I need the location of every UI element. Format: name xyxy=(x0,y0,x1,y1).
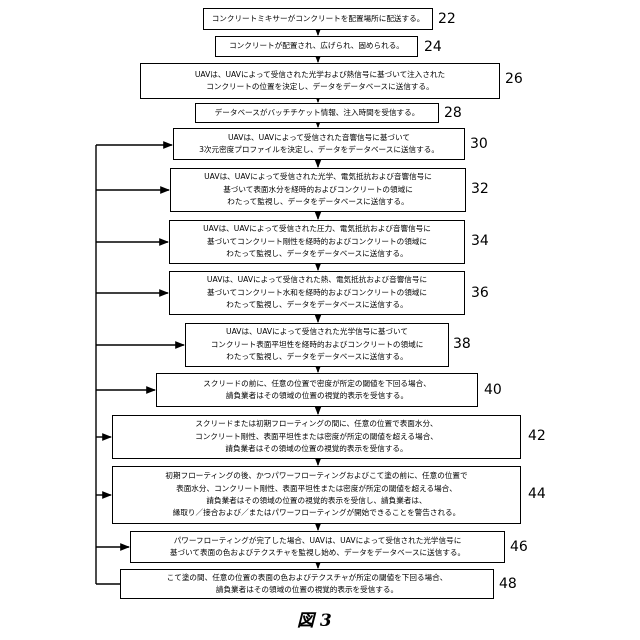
step-box-34: UAVは、UAVによって受信された圧力、電気抵抗および音響信号に基づいてコンクリ… xyxy=(169,220,465,264)
step-text-line: 基づいてコンクリート水和を経時的およびコンクリートの領域に xyxy=(207,287,427,299)
step-number: 34 xyxy=(471,234,489,248)
step-text: パワーフローティングが完了した場合、UAVは、UAVによって受信された光学信号に… xyxy=(170,535,465,560)
step-text-line: UAVは、UAVによって受信された光学、電気抵抗および音響信号に xyxy=(204,171,432,183)
step-text: コンクリートが配置され、広げられ、固められる。 xyxy=(229,40,404,52)
step-text: UAVは、UAVによって受信された光学および熱信号に基づいて注入されたコンクリー… xyxy=(195,69,445,94)
step-box-32: UAVは、UAVによって受信された光学、電気抵抗および音響信号に基づいて表面水分… xyxy=(170,168,466,212)
step-text: データベースがバッチチケット情報、注入時間を受信する。 xyxy=(215,107,420,119)
step-number: 30 xyxy=(470,137,488,151)
step-text-line: UAVは、UAVによって受信された光学および熱信号に基づいて注入された xyxy=(195,69,445,81)
step-text-line: 請負業者はその領域の位置の視覚的表示を受信する。 xyxy=(195,443,438,455)
step-box-42: スクリードまたは初期フローティングの間に、任意の位置で表面水分、コンクリート剛性… xyxy=(112,415,521,459)
step-text: UAVは、UAVによって受信された圧力、電気抵抗および音響信号に基づいてコンクリ… xyxy=(203,223,431,260)
step-text-line: UAVは、UAVによって受信された圧力、電気抵抗および音響信号に xyxy=(203,223,431,235)
step-box-38: UAVは、UAVによって受信された光学信号に基づいてコンクリート表面平坦性を経時… xyxy=(185,323,449,367)
step-text-line: コンクリートが配置され、広げられ、固められる。 xyxy=(229,40,404,52)
step-box-46: パワーフローティングが完了した場合、UAVは、UAVによって受信された光学信号に… xyxy=(130,531,505,563)
step-number: 42 xyxy=(528,429,546,443)
step-text-line: わたって監視し、データをデータベースに送信する。 xyxy=(207,299,427,311)
step-text-line: スクリードの前に、任意の位置で密度が所定の閾値を下回る場合、 xyxy=(203,378,431,390)
step-box-22: コンクリートミキサーがコンクリートを配置場所に配送する。 xyxy=(203,8,433,30)
step-number: 46 xyxy=(510,540,528,554)
step-number: 28 xyxy=(444,106,462,120)
step-text: こて塗の間、任意の位置の表面の色およびテクスチャが所定の閾値を下回る場合、請負業… xyxy=(167,572,448,597)
step-text-line: データベースがバッチチケット情報、注入時間を受信する。 xyxy=(215,107,420,119)
step-number: 48 xyxy=(499,577,517,591)
step-number: 40 xyxy=(484,383,502,397)
step-text-line: パワーフローティングが完了した場合、UAVは、UAVによって受信された光学信号に xyxy=(170,535,465,547)
step-box-36: UAVは、UAVによって受信された熱、電気抵抗および音響信号に基づいてコンクリー… xyxy=(169,271,465,315)
step-text-line: UAVは、UAVによって受信された光学信号に基づいて xyxy=(211,326,424,338)
step-number: 22 xyxy=(438,12,456,26)
step-number: 24 xyxy=(424,40,442,54)
step-text-line: コンクリート表面平坦性を経時的およびコンクリートの領域に xyxy=(211,339,424,351)
step-text-line: スクリードまたは初期フローティングの間に、任意の位置で表面水分、 xyxy=(195,418,438,430)
step-text: UAVは、UAVによって受信された光学信号に基づいてコンクリート表面平坦性を経時… xyxy=(211,326,424,363)
step-text-line: こて塗の間、任意の位置の表面の色およびテクスチャが所定の閾値を下回る場合、 xyxy=(167,572,448,584)
step-text: コンクリートミキサーがコンクリートを配置場所に配送する。 xyxy=(212,13,425,25)
step-number: 32 xyxy=(471,182,489,196)
step-text: スクリードの前に、任意の位置で密度が所定の閾値を下回る場合、請負業者はその領域の… xyxy=(203,378,431,403)
step-text-line: わたって監視し、データをデータベースに送信する。 xyxy=(203,248,431,260)
step-text-line: 基づいて表面水分を経時的およびコンクリートの領域に xyxy=(204,184,432,196)
step-number: 36 xyxy=(471,286,489,300)
step-box-44: 初期フローティングの後、かつパワーフローティングおよびこて塗の前に、任意の位置で… xyxy=(112,466,521,524)
step-text-line: コンクリートミキサーがコンクリートを配置場所に配送する。 xyxy=(212,13,425,25)
step-text-line: コンクリートの位置を決定し、データをデータベースに送信する。 xyxy=(195,81,445,93)
step-text-line: 基づいてコンクリート剛性を経時的およびコンクリートの領域に xyxy=(203,236,431,248)
step-box-30: UAVは、UAVによって受信された音響信号に基づいて3次元密度プロファイルを決定… xyxy=(173,128,465,160)
step-box-48: こて塗の間、任意の位置の表面の色およびテクスチャが所定の閾値を下回る場合、請負業… xyxy=(120,569,494,599)
step-text-line: わたって監視し、データをデータベースに送信する。 xyxy=(204,196,432,208)
step-text-line: 初期フローティングの後、かつパワーフローティングおよびこて塗の前に、任意の位置で xyxy=(165,470,467,482)
step-text-line: コンクリート剛性、表面平坦性または密度が所定の閾値を超える場合、 xyxy=(195,431,438,443)
step-text: UAVは、UAVによって受信された熱、電気抵抗および音響信号に基づいてコンクリー… xyxy=(207,274,427,311)
step-text-line: 基づいて表面の色およびテクスチャを監視し始め、データをデータベースに送信する。 xyxy=(170,547,465,559)
step-text-line: 3次元密度プロファイルを決定し、データをデータベースに送信する。 xyxy=(199,144,439,156)
step-text-line: UAVは、UAVによって受信された音響信号に基づいて xyxy=(199,132,439,144)
step-box-28: データベースがバッチチケット情報、注入時間を受信する。 xyxy=(195,103,439,123)
step-text: UAVは、UAVによって受信された光学、電気抵抗および音響信号に基づいて表面水分… xyxy=(204,171,432,208)
step-text-line: 請負業者はその領域の位置の視覚的表示を受信する。 xyxy=(203,390,431,402)
step-text-line: 表面水分、コンクリート剛性、表面平坦性または密度が所定の閾値を超える場合、 xyxy=(165,483,467,495)
step-number: 44 xyxy=(528,487,546,501)
step-number: 26 xyxy=(505,72,523,86)
step-text-line: わたって監視し、データをデータベースに送信する。 xyxy=(211,351,424,363)
step-text: UAVは、UAVによって受信された音響信号に基づいて3次元密度プロファイルを決定… xyxy=(199,132,439,157)
step-box-24: コンクリートが配置され、広げられ、固められる。 xyxy=(215,36,418,57)
step-text-line: 縁取り／接合および／またはパワーフローティングが開始できることを警告される。 xyxy=(165,507,467,519)
step-text-line: 請負業者はその領域の位置の視覚的表示を受信し、請負業者は、 xyxy=(165,495,467,507)
step-text: スクリードまたは初期フローティングの間に、任意の位置で表面水分、コンクリート剛性… xyxy=(195,418,438,455)
step-text-line: UAVは、UAVによって受信された熱、電気抵抗および音響信号に xyxy=(207,274,427,286)
step-text-line: 請負業者はその領域の位置の視覚的表示を受信する。 xyxy=(167,584,448,596)
step-box-40: スクリードの前に、任意の位置で密度が所定の閾値を下回る場合、請負業者はその領域の… xyxy=(156,373,478,407)
step-number: 38 xyxy=(453,337,471,351)
step-text: 初期フローティングの後、かつパワーフローティングおよびこて塗の前に、任意の位置で… xyxy=(165,470,467,520)
figure-label: 図 3 xyxy=(297,606,332,631)
step-box-26: UAVは、UAVによって受信された光学および熱信号に基づいて注入されたコンクリー… xyxy=(140,63,500,99)
